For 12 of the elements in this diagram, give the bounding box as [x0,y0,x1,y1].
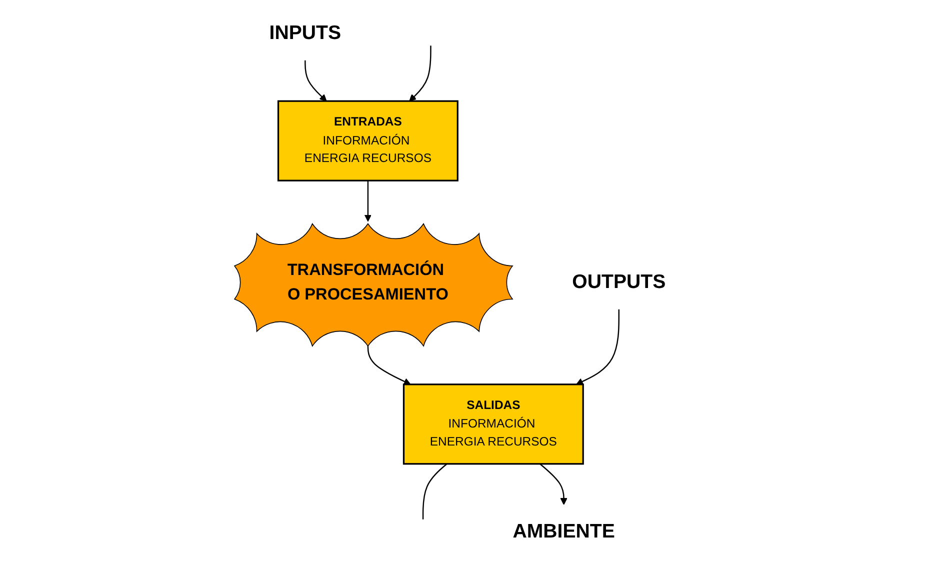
arrow [409,46,432,102]
arrow [576,309,620,385]
arrow [364,180,372,222]
arrow [368,344,411,385]
arrow [540,463,568,505]
connector [422,463,448,520]
node-text: AMBIENTE [512,520,616,542]
node-text: OUTPUTS [572,271,666,294]
node-text: INPUTS [269,22,342,44]
node-box: SALIDAS INFORMACIÓN ENERGIA RECURSOS [403,384,584,465]
node-box: ENTRADAS INFORMACIÓN ENERGIA RECURSOS [278,100,459,182]
arrow [304,60,327,102]
